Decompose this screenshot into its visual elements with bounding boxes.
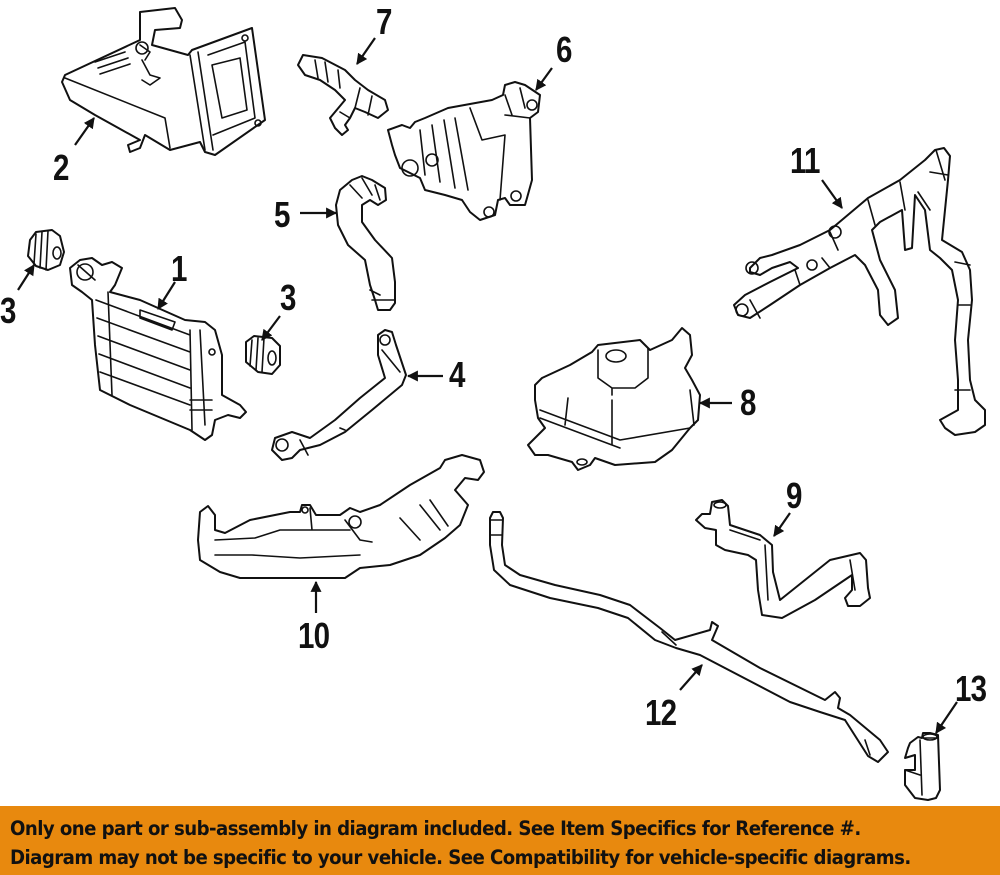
disclaimer-line-2: Diagram may not be specific to your vehi… (10, 846, 911, 869)
callout-7: 7 (376, 1, 392, 42)
part-3a-insulator[interactable] (27, 229, 65, 271)
callout-9: 9 (786, 475, 802, 516)
part-3b-insulator[interactable] (245, 335, 281, 375)
callout-2: 2 (53, 147, 69, 188)
callout-11: 11 (790, 140, 820, 181)
part-1-cooler[interactable] (69, 257, 247, 441)
callout-3a: 3 (0, 290, 16, 331)
part-2-bracket[interactable] (61, 7, 266, 156)
leader-3a (17, 264, 35, 291)
leader-1 (157, 281, 176, 310)
callout-1: 1 (171, 248, 187, 289)
callout-13: 13 (955, 668, 987, 709)
part-12-pipe[interactable] (489, 511, 889, 763)
leader-3b (261, 315, 281, 341)
callout-4: 4 (449, 354, 465, 395)
parts-diagram (17, 7, 986, 801)
callout-12: 12 (645, 692, 677, 733)
disclaimer-banner: Only one part or sub-assembly in diagram… (0, 806, 1000, 875)
part-8-reservoir[interactable] (527, 327, 701, 471)
leader-2 (74, 117, 95, 146)
part-5-hose[interactable] (335, 175, 396, 311)
part-10-hose-assembly[interactable] (197, 454, 485, 579)
leader-13 (935, 701, 958, 734)
part-7-connector[interactable] (297, 54, 389, 136)
callout-6: 6 (556, 29, 572, 70)
part-13-connector[interactable] (904, 732, 941, 801)
callout-8: 8 (740, 382, 756, 423)
callout-3b: 3 (280, 277, 296, 318)
leader-6 (535, 67, 553, 91)
part-11-pipe-assembly[interactable] (733, 147, 986, 436)
part-4-hose[interactable] (271, 329, 407, 461)
leader-11 (821, 179, 843, 209)
leader-12 (679, 664, 703, 691)
leader-9 (773, 512, 791, 537)
part-6-pump[interactable] (387, 81, 541, 221)
callout-10: 10 (298, 615, 330, 656)
disclaimer-line-1: Only one part or sub-assembly in diagram… (10, 817, 861, 840)
part-9-hose[interactable] (695, 499, 871, 619)
callout-5: 5 (274, 194, 290, 235)
leader-7 (356, 37, 376, 65)
